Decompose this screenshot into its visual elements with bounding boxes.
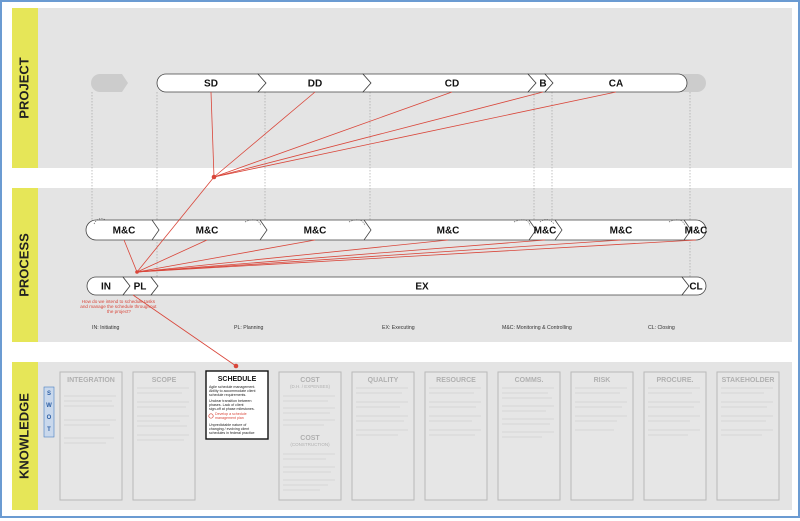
legend-executing: EX: Executing — [382, 325, 415, 331]
mc-label-5: M&C — [534, 226, 557, 237]
ka-title-scope: SCOPE — [152, 377, 177, 384]
process-label-pl: PL — [134, 282, 147, 293]
ka-quality[interactable]: QUALITY — [351, 371, 415, 501]
ka-integration[interactable]: INTEGRATION — [59, 371, 123, 501]
ka-title-procurement: PROCURE. — [657, 377, 694, 384]
process-bar — [86, 276, 707, 296]
mc-label-7: M&C — [685, 226, 708, 237]
phase-label-ca: CA — [609, 79, 623, 90]
phase-label-b: B — [539, 79, 546, 90]
phase-label-cd: CD — [445, 79, 459, 90]
connector-pl-dot — [135, 270, 139, 274]
swot-s: S — [47, 391, 51, 397]
swot-w: W — [46, 403, 52, 409]
process-band-label: PROCESS — [16, 233, 31, 297]
knowledge-band-label-strip — [12, 362, 38, 510]
process-label-in: IN — [101, 282, 111, 293]
schedule-strength: Agile schedule management.Ability to acc… — [209, 385, 256, 397]
phase-label-dd: DD — [308, 79, 322, 90]
ka-title-stakeholder: STAKEHOLDER — [722, 377, 775, 384]
project-band-label-strip — [12, 8, 38, 168]
process-band — [12, 188, 792, 342]
connector-hub-dot — [211, 174, 217, 180]
schedule-connectors — [123, 91, 697, 367]
ka-title-comms: COMMS. — [515, 377, 544, 384]
swot-strip — [43, 386, 55, 438]
legend-closing: CL: Closing — [648, 325, 675, 331]
phase-guide-lines — [91, 92, 691, 292]
ka-title-risk: RISK — [594, 377, 611, 384]
phase-ca[interactable] — [544, 73, 688, 93]
ka-risk[interactable]: RISK — [570, 371, 634, 501]
ka-schedule[interactable]: SCHEDULE Agile schedule management.Abili… — [205, 370, 269, 440]
legend-monitoring: M&C: Monitoring & Controlling — [502, 325, 572, 331]
mc-label-1: M&C — [113, 226, 136, 237]
mc-dividers — [151, 219, 692, 241]
ka-cost-sub1: (D.H. / EXPENSES) — [290, 384, 331, 389]
swot-o: O — [47, 415, 52, 421]
knowledge-band-label: KNOWLEDGE — [16, 393, 31, 479]
ka-scope[interactable]: SCOPE — [132, 371, 196, 501]
ka-title-schedule: SCHEDULE — [218, 376, 257, 383]
schedule-question: How do we intend to schedule tasks and m… — [80, 299, 157, 314]
ka-cost-sub2: (CONSTRUCTION) — [290, 442, 330, 447]
legend-planning: PL: Planning — [234, 325, 264, 331]
ka-comms[interactable]: COMMS. — [497, 371, 561, 501]
mc-label-4: M&C — [437, 226, 460, 237]
legend-initiating: IN: Initiating — [92, 325, 120, 331]
mc-loop-bar — [85, 219, 707, 241]
mc-label-2: M&C — [196, 226, 219, 237]
mc-loop-arcs — [93, 218, 686, 227]
process-closing[interactable] — [681, 276, 707, 296]
process-label-cl: CL — [689, 282, 702, 293]
ka-cost[interactable]: COST (D.H. / EXPENSES) COST (CONSTRUCTIO… — [278, 371, 342, 501]
ka-title-quality: QUALITY — [368, 377, 399, 384]
ka-stakeholder[interactable]: STAKEHOLDER — [716, 371, 780, 501]
schedule-opportunity-marker — [208, 413, 214, 419]
ka-title-resource: RESOURCE — [436, 377, 476, 384]
ka-procurement[interactable]: PROCURE. — [643, 371, 707, 501]
phase-label-sd: SD — [204, 79, 218, 90]
ka-title-cost: COST — [300, 377, 320, 384]
mc-label-6: M&C — [610, 226, 633, 237]
ka-title-integration: INTEGRATION — [67, 377, 115, 384]
project-lead-in-shape — [91, 74, 128, 92]
phase-bar — [156, 73, 688, 93]
connector-schedule-dot — [233, 363, 239, 369]
ka-resource[interactable]: RESOURCE — [424, 371, 488, 501]
ka-title-cost-construction: COST — [300, 435, 320, 442]
process-label-ex: EX — [415, 282, 429, 293]
process-band-label-strip — [12, 188, 38, 342]
project-band-label: PROJECT — [16, 57, 31, 118]
mc-label-3: M&C — [304, 226, 327, 237]
swot-t: T — [47, 427, 51, 433]
